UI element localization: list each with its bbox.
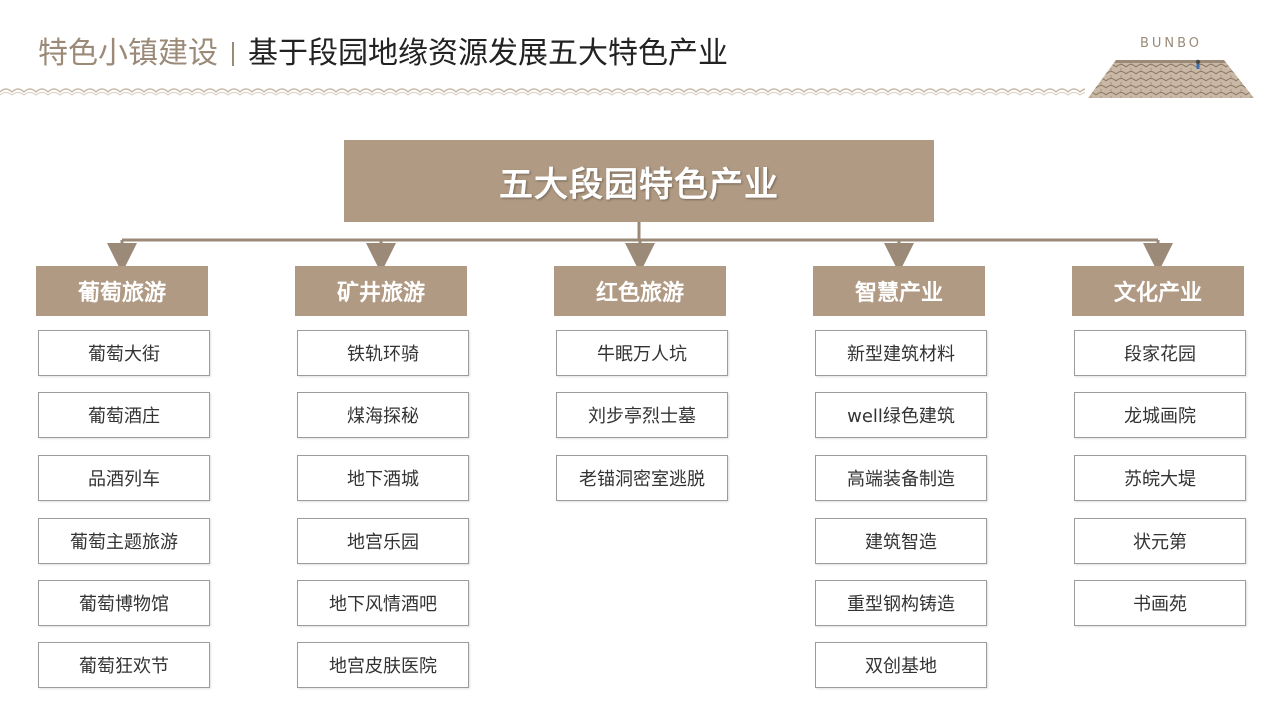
item-node: 葡萄酒庄 — [38, 392, 210, 438]
item-node: 段家花园 — [1074, 330, 1246, 376]
item-node: 煤海探秘 — [297, 392, 469, 438]
item-node: 葡萄主题旅游 — [38, 518, 210, 564]
item-node: 双创基地 — [815, 642, 987, 688]
item-node: 老锚洞密室逃脱 — [556, 455, 728, 501]
category-node: 文化产业 — [1072, 266, 1244, 316]
item-node: 牛眠万人坑 — [556, 330, 728, 376]
category-node: 葡萄旅游 — [36, 266, 208, 316]
item-node: 地宫皮肤医院 — [297, 642, 469, 688]
title-subtitle: 基于段园地缘资源发展五大特色产业 — [248, 36, 728, 71]
roof-tiles-icon — [1088, 59, 1254, 98]
category-node: 红色旅游 — [554, 266, 726, 316]
item-node: 地下风情酒吧 — [297, 580, 469, 626]
item-node: 地下酒城 — [297, 455, 469, 501]
item-node: 葡萄博物馆 — [38, 580, 210, 626]
title-divider — [232, 42, 234, 66]
item-node: 高端装备制造 — [815, 455, 987, 501]
item-node: 铁轨环骑 — [297, 330, 469, 376]
item-node: 刘步亭烈士墓 — [556, 392, 728, 438]
item-node: 状元第 — [1074, 518, 1246, 564]
item-node: 新型建筑材料 — [815, 330, 987, 376]
item-node: 建筑智造 — [815, 518, 987, 564]
item-node: 地宫乐园 — [297, 518, 469, 564]
item-node: well绿色建筑 — [815, 392, 987, 438]
brand-logo: BUNBO — [1139, 36, 1203, 51]
item-node: 苏皖大堤 — [1074, 455, 1246, 501]
root-node: 五大段园特色产业 — [344, 140, 934, 222]
item-node: 葡萄大街 — [38, 330, 210, 376]
item-node: 书画苑 — [1074, 580, 1246, 626]
page-title: 特色小镇建设基于段园地缘资源发展五大特色产业 — [38, 34, 728, 74]
item-node: 重型钢构铸造 — [815, 580, 987, 626]
category-node: 矿井旅游 — [295, 266, 467, 316]
wave-divider — [0, 88, 1085, 96]
item-node: 葡萄狂欢节 — [38, 642, 210, 688]
title-main: 特色小镇建设 — [38, 36, 218, 71]
item-node: 品酒列车 — [38, 455, 210, 501]
item-node: 龙城画院 — [1074, 392, 1246, 438]
category-node: 智慧产业 — [813, 266, 985, 316]
